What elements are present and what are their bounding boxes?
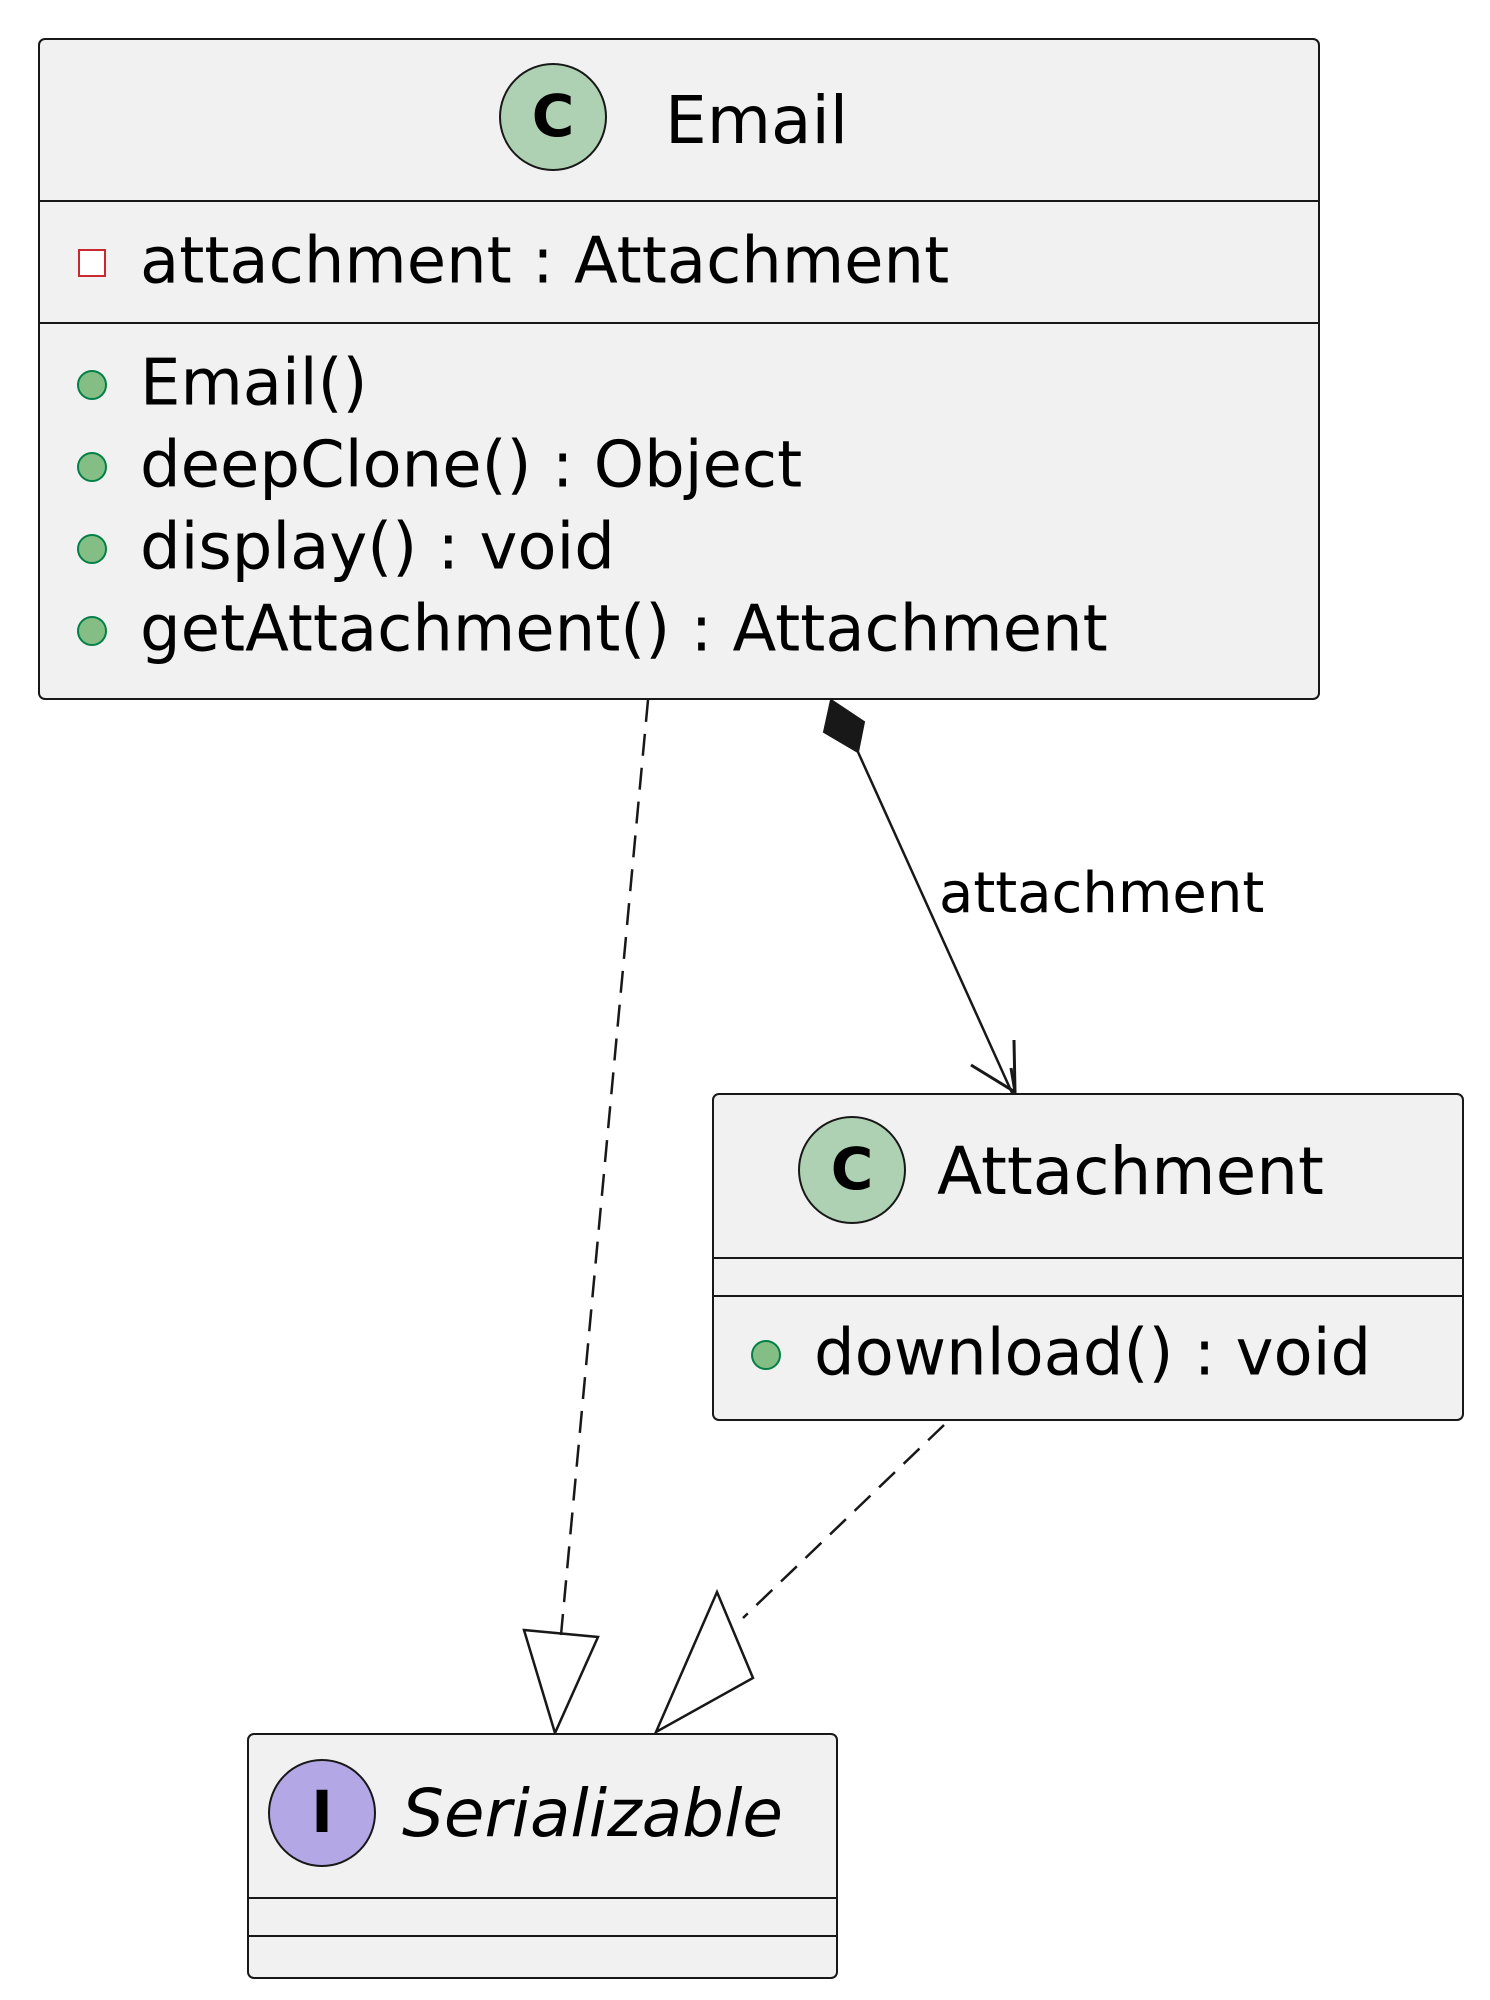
separator [249,1935,836,1937]
attachment-serializable-realization-line [742,1424,945,1619]
interface-serializable[interactable]: I Serializable [247,1733,838,1979]
composition-label: attachment [939,861,1265,926]
class-name-attachment: Attachment [937,1133,1324,1210]
public-visibility-icon [751,1340,781,1370]
public-visibility-icon [77,534,107,564]
class-email[interactable]: C Email attachment : Attachment Email() … [38,38,1320,700]
class-attachment[interactable]: C Attachment download() : void [712,1093,1464,1421]
separator [249,1897,836,1899]
composition-diamond [822,698,866,754]
email-attachment-composition-line [856,751,1015,1096]
email-serializable-realization-arrowhead [522,1628,600,1737]
attachment-serializable-realization-arrowhead [653,1588,755,1735]
class-stereotype-letter: C [531,81,575,150]
separator [40,322,1318,324]
public-visibility-icon [77,452,107,482]
email-serializable-realization-line [559,699,650,1636]
public-visibility-icon [77,370,107,400]
interface-stereotype-icon: I [268,1759,376,1867]
class-stereotype-letter: C [830,1134,874,1203]
interface-stereotype-letter: I [311,1777,333,1846]
public-visibility-icon [77,616,107,646]
separator [714,1257,1462,1259]
interface-name-serializable: Serializable [402,1775,784,1852]
class-name-email: Email [665,82,849,159]
class-stereotype-icon: C [798,1116,906,1224]
separator [714,1295,1462,1297]
separator [40,200,1318,202]
private-visibility-icon [78,249,106,277]
class-stereotype-icon: C [499,63,607,171]
composition-arrowhead [970,1039,1017,1095]
